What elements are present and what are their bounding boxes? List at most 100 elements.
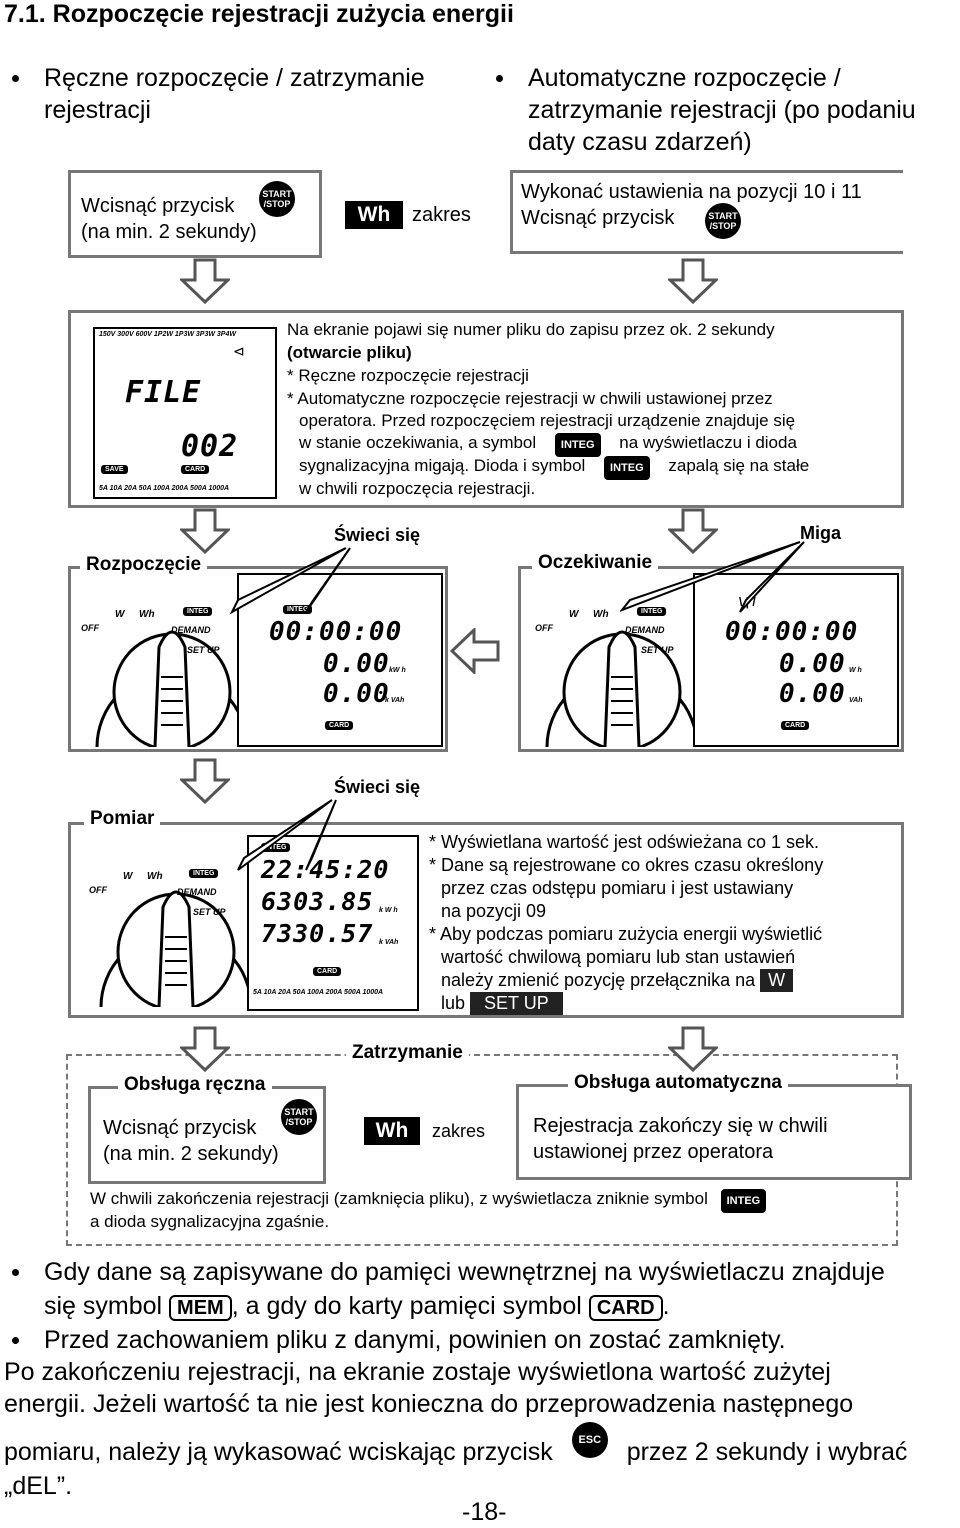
measure-note-4: na pozycji 09 — [441, 901, 547, 921]
start-panel: OFF W Wh INTEG DEMAND SET UP INTEG 00:00… — [68, 566, 448, 752]
card-tag: CARD — [313, 967, 342, 976]
integ-symbol: INTEG — [720, 1189, 767, 1213]
dial-wh: Wh — [593, 609, 609, 620]
measure-panel: OFF W Wh INTEG DEMAND SET UP INTEG 22:45… — [68, 822, 904, 1018]
page-title: 7.1. Rozpoczęcie rejestracji zużycia ene… — [4, 0, 514, 28]
wait-blink-label: Miga — [800, 523, 842, 543]
start-stop-button-icon: START /STOP — [281, 1099, 317, 1135]
dial-w: W — [123, 871, 133, 882]
measure-label: Pomiar — [84, 808, 161, 830]
stop-label: Zatrzymanie — [346, 1042, 469, 1064]
lcd-start-kvah: 0.00 — [323, 679, 390, 709]
lcd-file-number: 002 — [181, 429, 239, 464]
file-text-7: sygnalizacyjna migają. Dioda i symbol IN… — [299, 455, 809, 480]
dial-demand: DEMAND — [171, 625, 211, 635]
dial-setup: SET UP — [193, 907, 226, 917]
current-scale: 5A 10A 20A 50A 100A 200A 500A 1000A — [253, 989, 384, 996]
bottom-paragraph-1: Po zakończeniu rejestracji, na ekranie z… — [4, 1358, 831, 1386]
pointer-lines — [620, 541, 805, 613]
wh-tag: Wh — [364, 1117, 420, 1145]
pointer-lines — [237, 799, 337, 871]
manual-stop-box: Wcisnąć przycisk (na min. 2 sekundy) STA… — [88, 1086, 326, 1184]
current-scale: 5A 10A 20A 50A 100A 200A 500A 1000A — [99, 485, 230, 492]
bottom-paragraph-3: pomiaru, należy ją wykasować wciskając p… — [4, 1422, 907, 1472]
wait-panel: OFF W Wh INTEG DEMAND SET UP \ | / 00:00… — [518, 566, 904, 752]
zakres-label: zakres — [432, 1121, 486, 1141]
measure-note-7: należy zmienić pozycję przełącznika na W — [441, 969, 794, 992]
lcd-measure-kwh: 6303.85 — [261, 887, 374, 916]
file-text-8: w chwili rozpoczęcia rejestracji. — [299, 479, 536, 498]
save-tag: SAVE — [101, 465, 128, 474]
lcd-wait-time: 00:00:00 — [725, 617, 859, 647]
integ-lcd-tag: INTEG — [283, 605, 313, 614]
arrow-down-icon — [180, 258, 230, 304]
setup-position-label: SET UP — [470, 992, 563, 1015]
arrow-down-icon — [668, 508, 718, 554]
pointer-lines — [229, 547, 351, 615]
auto-stop-line2: ustawionej przez operatora — [533, 1141, 774, 1163]
voltage-scale: 150V 300V 600V 1P2W 1P3W 3P3W 3P4W — [99, 331, 236, 338]
measure-note-3: przez czas odstępu pomiaru i jest ustawi… — [441, 878, 794, 898]
dial-wh: Wh — [139, 609, 155, 620]
dial-demand: DEMAND — [177, 887, 217, 897]
stop-footer-1: W chwili zakończenia rejestracji (zamkni… — [90, 1188, 767, 1213]
bottom-bullet-2: Przed zachowaniem pliku z danymi, powini… — [12, 1326, 786, 1354]
file-open-panel: 150V 300V 600V 1P2W 1P3W 3P3W 3P4W ⊲ FIL… — [68, 310, 904, 508]
lcd-start-kwh: 0.00 — [323, 649, 390, 679]
arrow-down-icon — [180, 1026, 230, 1072]
lcd-start-unit-kwh: kW h — [389, 667, 406, 674]
measure-note-6: wartość chwilową pomiaru lub stan ustawi… — [441, 947, 796, 967]
rotary-switch-icon — [95, 630, 249, 747]
card-tag: CARD — [781, 721, 810, 730]
stop-footer-2: a dioda sygnalizacyjna zgaśnie. — [90, 1212, 330, 1231]
start-label: Rozpoczęcie — [80, 554, 208, 576]
measure-note-5: * Aby podczas pomiaru zużycia energii wy… — [429, 924, 823, 944]
plug-icon: ⊲ — [233, 343, 245, 359]
bottom-bullet-1b: się symbol MEM, a gdy do karty pamięci s… — [44, 1292, 670, 1321]
dial-wh: Wh — [147, 871, 163, 882]
auto-stop-box: Rejestracja zakończy się w chwili ustawi… — [516, 1084, 912, 1180]
wait-label: Oczekiwanie — [532, 552, 659, 574]
measure-note-2: * Dane są rejestrowane co okres czasu ok… — [429, 855, 824, 875]
file-text-2: (otwarcie pliku) — [287, 343, 412, 362]
auto-start-line2: Wcisnąć przycisk — [521, 207, 675, 229]
bottom-paragraph-4: „dEL”. — [4, 1472, 73, 1500]
measure-note-8: lub SET UP — [441, 992, 563, 1015]
bullet-manual: Ręczne rozpoczęcie / zatrzymanie rejestr… — [12, 62, 474, 126]
bottom-bullet-1a: Gdy dane są zapisywane do pamięci wewnęt… — [12, 1256, 956, 1288]
lcd-start-display: INTEG 00:00:00 0.00 kW h 0.00 k VAh CARD — [237, 573, 443, 747]
bottom-paragraph-2: energii. Jeżeli wartość ta nie jest koni… — [4, 1390, 854, 1418]
start-stop-button-icon: START /STOP — [259, 181, 295, 217]
integ-symbol: INTEG — [554, 433, 601, 457]
dial-w: W — [569, 609, 579, 620]
lcd-file-display: 150V 300V 600V 1P2W 1P3W 3P3W 3P4W ⊲ FIL… — [93, 327, 277, 499]
dial-integ: INTEG — [183, 607, 213, 616]
manual-stop-line1: Wcisnąć przycisk — [103, 1117, 257, 1139]
lcd-file-text: FILE — [125, 375, 202, 410]
manual-start-line2: (na min. 2 sekundy) — [81, 221, 257, 243]
manual-start-box: Wcisnąć przycisk (na min. 2 sekundy) STA… — [68, 170, 322, 258]
file-text-4: * Automatyczne rozpoczęcie rejestracji w… — [287, 389, 773, 408]
arrow-down-icon — [668, 258, 718, 304]
w-position-label: W — [760, 969, 794, 992]
card-tag: CARD — [181, 465, 210, 474]
dial-integ: INTEG — [189, 869, 219, 878]
zakres-label: zakres — [412, 204, 471, 226]
lcd-start-time: 00:00:00 — [269, 617, 403, 647]
bullet-auto: Automatyczne rozpoczęcie / zatrzymanie r… — [496, 62, 948, 158]
auto-start-box: Wykonać ustawienia na pozycji 10 i 11 Wc… — [510, 170, 903, 254]
lcd-measure-unit-kwh: k W h — [379, 907, 398, 914]
file-text-6: w stanie oczekiwania, a symbol INTEG na … — [299, 432, 797, 457]
lcd-measure-time: 22:45:20 — [261, 855, 390, 884]
auto-stop-label: Obsługa automatyczna — [568, 1072, 788, 1094]
esc-button-icon: ESC — [571, 1422, 608, 1458]
measure-lit-label: Świeci się — [334, 777, 421, 797]
file-text-3: * Ręczne rozpoczęcie rejestracji — [287, 366, 529, 385]
manual-start-line1: Wcisnąć przycisk — [81, 195, 235, 217]
lcd-measure-unit-kvah: k VAh — [379, 939, 399, 946]
arrow-down-icon — [668, 1026, 718, 1072]
manual-stop-label: Obsługa ręczna — [118, 1074, 272, 1096]
lcd-measure-kvah: 7330.57 — [261, 919, 374, 948]
lcd-wait-unit-wh: W h — [849, 667, 862, 674]
arrow-left-icon — [450, 628, 500, 674]
